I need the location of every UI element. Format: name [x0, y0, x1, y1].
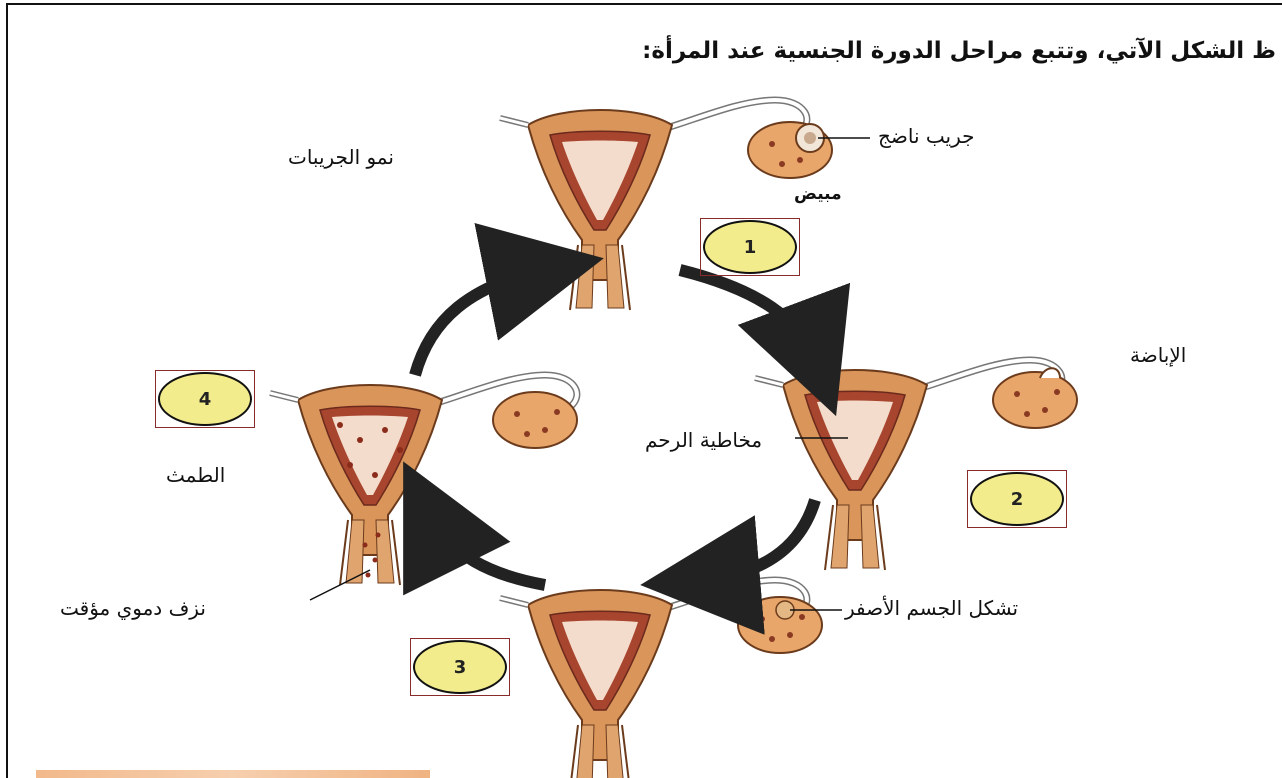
label-ovary: مبيض [794, 184, 842, 204]
ovary-stage-1 [748, 122, 832, 178]
stage-number-2: 2 [970, 472, 1064, 526]
stage-badge-4: 4 [155, 370, 255, 428]
arrow-1-to-2 [680, 270, 815, 360]
label-corpus-luteum: تشكل الجسم الأصفر [845, 596, 1018, 620]
label-ovulation: الإباضة [1130, 343, 1186, 367]
stage-badge-1: 1 [700, 218, 800, 276]
label-bleeding: نزف دموي مؤقت [60, 596, 206, 620]
stage-number-3: 3 [413, 640, 507, 694]
label-endometrium: مخاطية الرحم [645, 428, 762, 452]
ovary-stage-3 [738, 597, 822, 653]
leader-bleeding [310, 570, 370, 600]
ovary-stage-4 [493, 392, 577, 448]
stage-number-1: 1 [703, 220, 797, 274]
label-follicle-growth: نمو الجريبات [288, 145, 394, 169]
label-menstruation: الطمث [166, 463, 225, 487]
arrow-4-to-1 [415, 270, 545, 375]
stage-badge-3: 3 [410, 638, 510, 696]
arrow-2-to-3 [700, 500, 815, 580]
stage-badge-2: 2 [967, 470, 1067, 528]
label-mature-follicle: جريب ناضج [878, 124, 975, 148]
stage-number-4: 4 [158, 372, 252, 426]
arrow-3-to-4 [430, 515, 545, 585]
